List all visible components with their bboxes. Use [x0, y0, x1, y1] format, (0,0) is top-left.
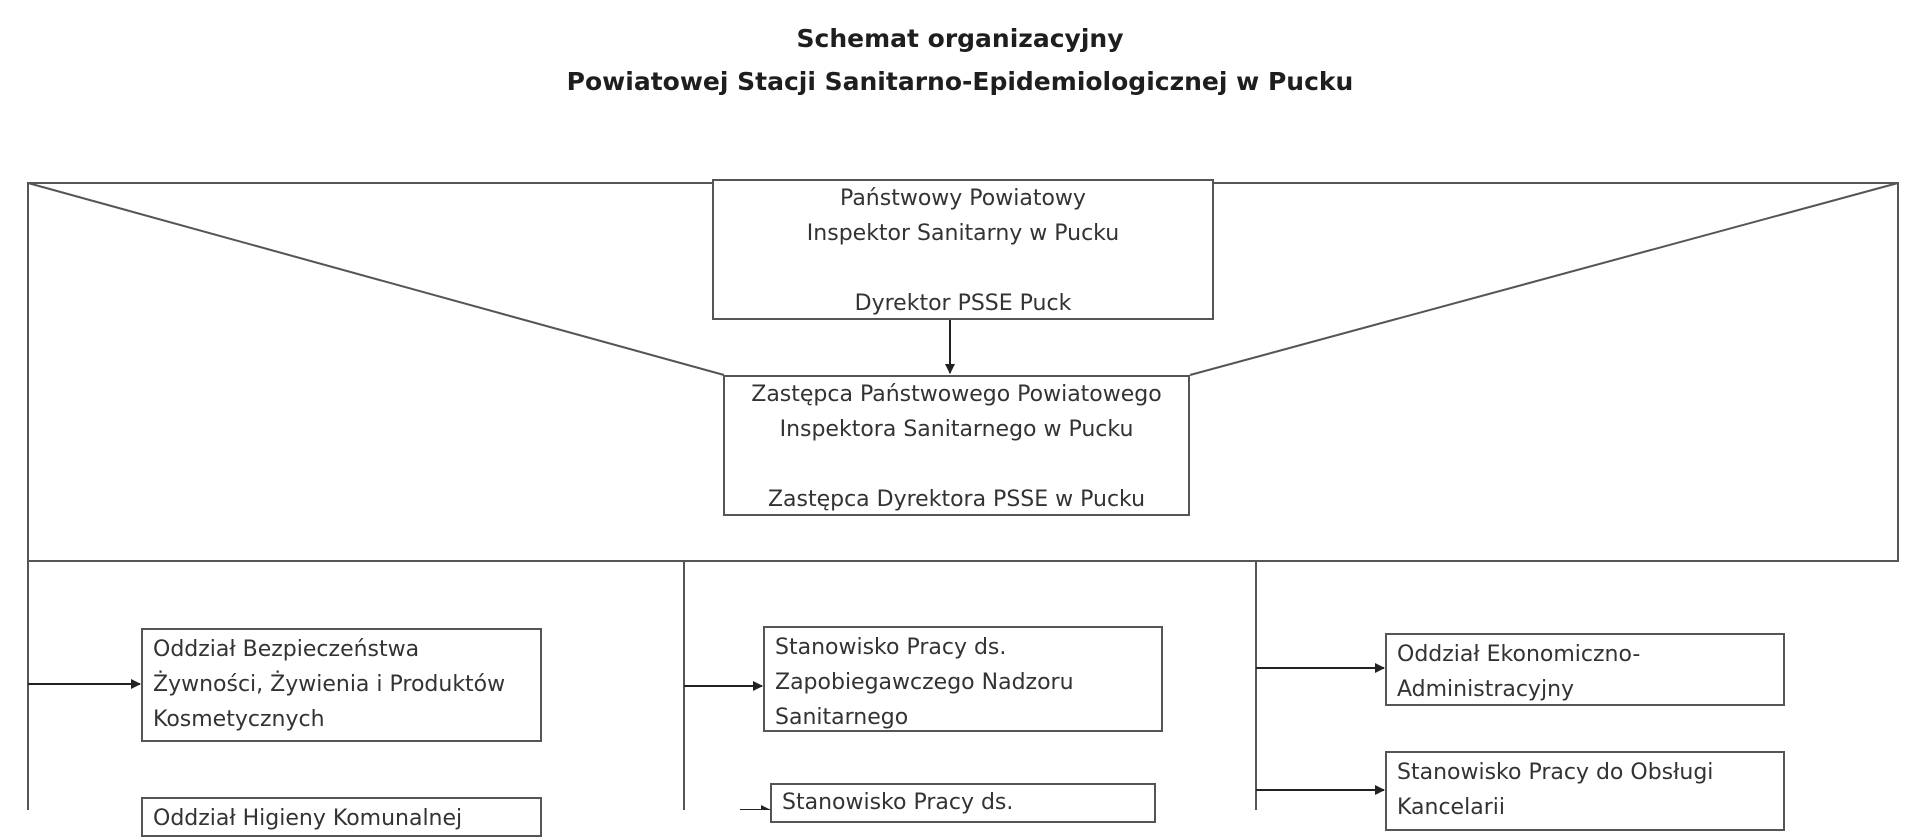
chart-title: Schemat organizacyjny	[796, 24, 1124, 53]
unit-communal-hygiene-box: Oddział Higieny Komunalnej	[141, 797, 542, 837]
unit-label-line1: Stanowisko Pracy ds.	[782, 790, 1014, 815]
unit-label-line1: Oddział Bezpieczeństwa	[153, 637, 420, 662]
director-role: Dyrektor PSSE Puck	[854, 291, 1072, 316]
unit-label-line2: Administracyjny	[1397, 677, 1575, 702]
unit-label-line1: Oddział Higieny Komunalnej	[153, 806, 463, 831]
deputy-role: Zastępca Dyrektora PSSE w Pucku	[767, 487, 1146, 512]
unit-preventive-supervision-box: Stanowisko Pracy ds. Zapobiegawczego Nad…	[763, 626, 1163, 732]
unit-economic-administrative-box: Oddział Ekonomiczno- Administracyjny	[1385, 633, 1785, 706]
unit-label-line1: Oddział Ekonomiczno-	[1397, 642, 1641, 667]
unit-label-line1: Stanowisko Pracy ds.	[775, 635, 1007, 660]
unit-label-line1: Stanowisko Pracy do Obsługi	[1397, 760, 1714, 785]
funnel-left-line	[27, 182, 725, 376]
unit-label-line3: Kosmetycznych	[153, 707, 325, 732]
connector-lines	[27, 182, 1899, 810]
deputy-title-line1: Zastępca Państwowego Powiatowego	[751, 382, 1162, 407]
deputy-director-box: Zastępca Państwowego Powiatowego Inspekt…	[723, 375, 1190, 516]
unit-office-service-box: Stanowisko Pracy do Obsługi Kancelarii	[1385, 751, 1785, 831]
unit-label-line2: Żywności, Żywienia i Produktów	[153, 672, 506, 697]
chart-subtitle: Powiatowej Stacji Sanitarno-Epidemiologi…	[566, 67, 1354, 96]
unit-label-line2: Kancelarii	[1397, 795, 1505, 820]
unit-label-line3: Sanitarnego	[775, 705, 909, 730]
unit-label-line2: Zapobiegawczego Nadzoru	[775, 670, 1074, 695]
unit-workstation-box: Stanowisko Pracy ds.	[770, 783, 1156, 823]
director-box: Państwowy Powiatowy Inspektor Sanitarny …	[712, 179, 1214, 320]
funnel-right-line	[1189, 182, 1899, 376]
director-title-line2: Inspektor Sanitarny w Pucku	[806, 221, 1120, 246]
deputy-title-line2: Inspektora Sanitarnego w Pucku	[779, 417, 1134, 442]
director-title-line1: Państwowy Powiatowy	[840, 186, 1086, 211]
unit-food-safety-box: Oddział Bezpieczeństwa Żywności, Żywieni…	[141, 628, 542, 742]
